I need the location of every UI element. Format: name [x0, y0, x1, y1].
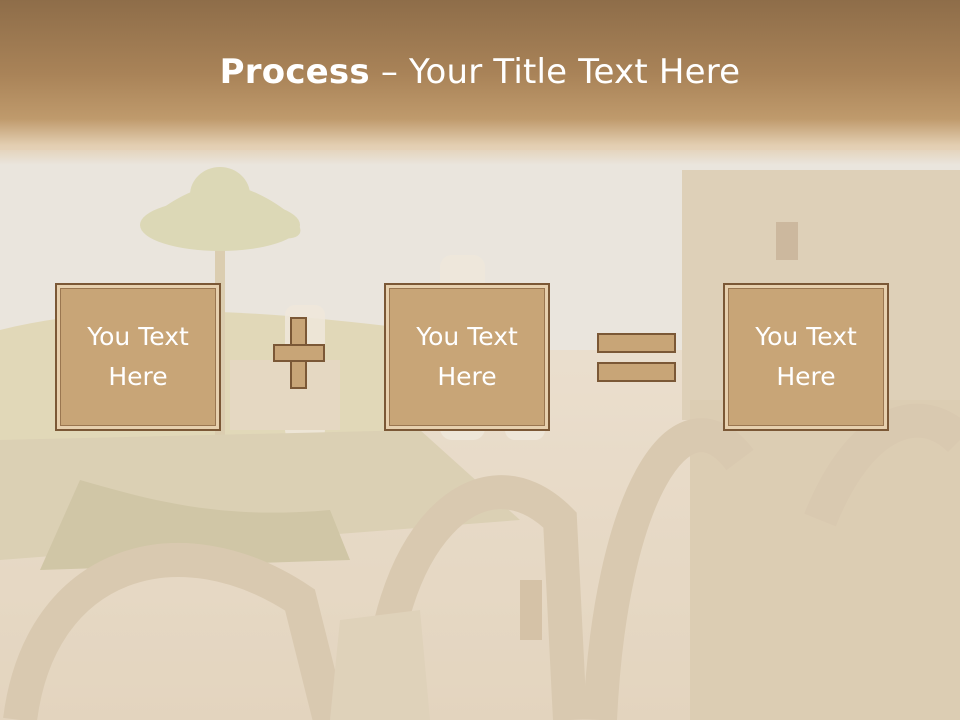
box-line-1: You Text — [87, 322, 189, 351]
box-line-2: Here — [437, 362, 497, 391]
title-bold: Process — [219, 52, 370, 92]
slide-title: Process – Your Title Text Here — [0, 52, 960, 92]
plus-center — [292, 346, 305, 360]
process-box-2[interactable]: You Text Here — [384, 283, 550, 431]
process-box-3[interactable]: You Text Here — [723, 283, 889, 431]
box-line-2: Here — [108, 362, 168, 391]
process-box-1-text: You Text Here — [68, 317, 208, 397]
box-line-2: Here — [776, 362, 836, 391]
equals-bottom-bar — [597, 362, 676, 382]
title-band: Process – Your Title Text Here — [0, 0, 960, 165]
title-rest: – Your Title Text Here — [380, 52, 741, 92]
box-line-1: You Text — [755, 322, 857, 351]
process-box-3-text: You Text Here — [736, 317, 876, 397]
process-box-2-text: You Text Here — [397, 317, 537, 397]
equals-top-bar — [597, 333, 676, 353]
process-box-1[interactable]: You Text Here — [55, 283, 221, 431]
box-line-1: You Text — [416, 322, 518, 351]
